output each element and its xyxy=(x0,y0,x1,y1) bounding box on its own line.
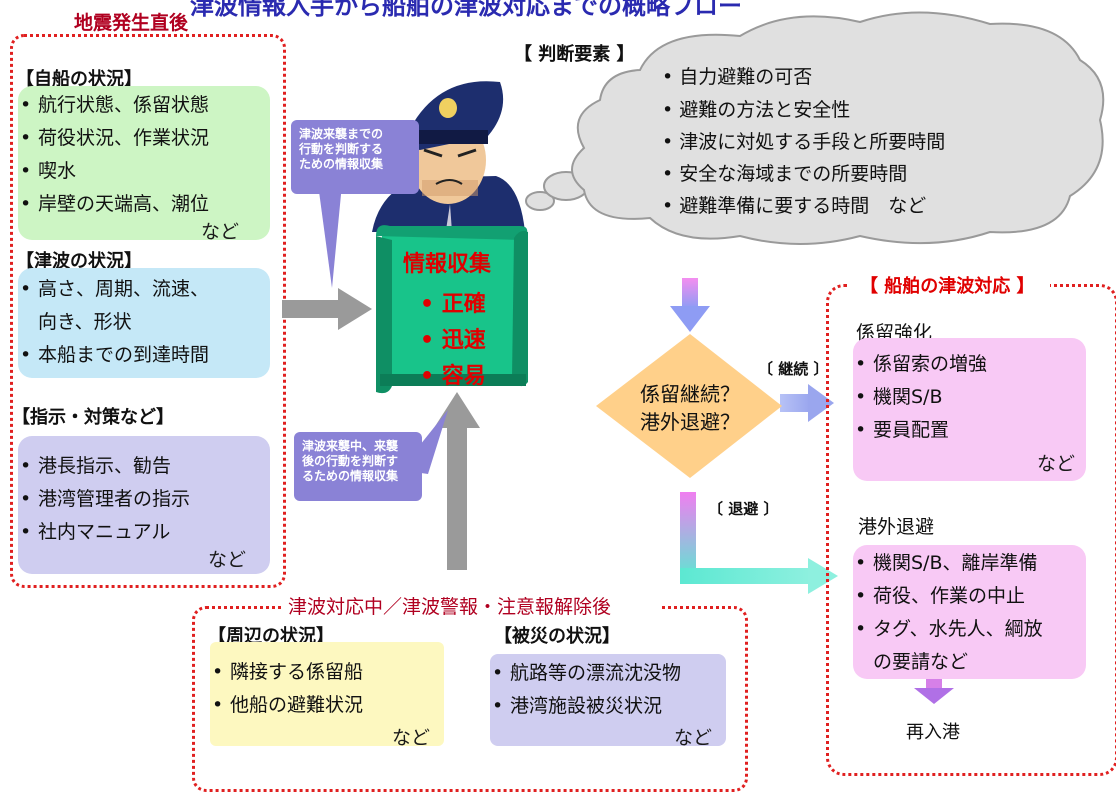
tsunami-item-continuation: 向き、形状 xyxy=(38,311,132,333)
surroundings-card: 隣接する係留船 他船の避難状況 など xyxy=(210,642,444,749)
center-graphics xyxy=(282,11,1105,704)
mooring-etc: など xyxy=(1037,453,1076,475)
tsunami-title: 【津波の状況】 xyxy=(16,251,142,272)
own-ship-etc: など xyxy=(201,221,240,243)
surroundings-item: 他船の避難状況 xyxy=(210,689,444,722)
own-ship-title: 【自船の状況】 xyxy=(16,69,142,90)
decision-diamond xyxy=(596,334,782,478)
own-ship-item: 荷役状況、作業状況 xyxy=(18,122,270,155)
ship-response-title-bg xyxy=(850,272,1050,298)
decision-text: 係留継続？ 港外退避？ xyxy=(640,382,740,434)
evacuation-card: 機関S/B、離岸準備 荷役、作業の中止 タグ、水先人、綱放 の要請など xyxy=(853,545,1086,679)
reentry-label: 再入港 xyxy=(906,722,960,743)
own-ship-item: 岸壁の天端高、潮位 xyxy=(18,188,270,221)
own-ship-item: 喫水 xyxy=(18,155,270,188)
damage-etc: など xyxy=(674,727,713,749)
evacuation-item: 機関S/B、離岸準備 xyxy=(853,547,1086,580)
own-ship-card: 航行状態、係留状態 荷役状況、作業状況 喫水 岸壁の天端高、潮位 など xyxy=(18,86,270,243)
arrow-up-from-bottom xyxy=(434,392,480,570)
judgment-item: • 避難準備に要する時間 など xyxy=(662,195,927,217)
evacuation-item: 荷役、作業の中止 xyxy=(853,580,1086,613)
evacuate-label: 〔 退避 〕 xyxy=(708,500,779,518)
arrow-down-to-decision xyxy=(670,278,710,332)
arrow-reentry xyxy=(914,676,954,704)
mooring-item: 機関S/B xyxy=(853,381,1086,414)
tsunami-card: 高さ、周期、流速、 向き、形状 本船までの到達時間 xyxy=(18,268,270,378)
judgment-cloud xyxy=(525,11,1105,245)
evacuation-item-continuation: の要請など xyxy=(873,651,969,673)
info-scroll xyxy=(376,225,528,394)
mooring-item: 要員配置 xyxy=(853,414,1086,447)
tsunami-item: 本船までの到達時間 xyxy=(18,339,270,372)
surroundings-item: 隣接する係留船 xyxy=(210,656,444,689)
judgment-title: 【 判断要素 】 xyxy=(514,44,635,65)
mooring-item: 係留索の増強 xyxy=(853,348,1086,381)
arrow-into-scroll xyxy=(282,288,372,330)
damage-title: 【被災の状況】 xyxy=(494,626,620,647)
scroll-item-accurate: • 正確 xyxy=(420,292,486,317)
arrow-continue xyxy=(780,384,834,422)
continue-label: 〔 継続 〕 xyxy=(758,360,829,378)
judgment-item: • 津波に対処する手段と所要時間 xyxy=(662,131,946,153)
top-banner: 津波情報入手から船舶の津波対応までの概略フロー xyxy=(190,0,742,20)
instructions-card: 港長指示、勧告 港湾管理者の指示 社内マニュアル など xyxy=(18,436,270,574)
arrow-evacuate xyxy=(680,492,838,594)
instructions-title: 【指示・対策など】 xyxy=(12,407,174,428)
immediate-section-title: 地震発生直後 xyxy=(74,12,189,34)
judgment-item: • 自力避難の可否 xyxy=(662,66,813,88)
scroll-title: 情報収集 xyxy=(403,252,492,277)
scroll-item-easy: • 容易 xyxy=(420,364,486,389)
instructions-item: 港湾管理者の指示 xyxy=(18,483,270,516)
damage-item: 港湾施設被災状況 xyxy=(490,690,726,723)
evacuation-title: 港外退避 xyxy=(858,516,935,538)
evacuation-item: タグ、水先人、綱放 xyxy=(853,613,1086,646)
instructions-item: 社内マニュアル xyxy=(18,516,270,549)
instructions-item: 港長指示、勧告 xyxy=(18,450,270,483)
during-after-section-title: 津波対応中／津波警報・注意報解除後 xyxy=(288,596,612,618)
instructions-etc: など xyxy=(208,549,247,571)
callout-tail-upper xyxy=(318,184,342,288)
judgment-item: • 避難の方法と安全性 xyxy=(662,99,851,121)
tsunami-item: 高さ、周期、流速、 xyxy=(18,273,270,306)
mooring-card: 係留索の増強 機関S/B 要員配置 など xyxy=(853,338,1086,481)
during-after-title-bg xyxy=(282,592,662,618)
surroundings-title: 【周辺の状況】 xyxy=(208,626,334,647)
ship-response-title: 【 船舶の津波対応 】 xyxy=(860,276,1035,297)
own-ship-item: 航行状態、係留状態 xyxy=(18,89,270,122)
damage-item: 航路等の漂流沈没物 xyxy=(490,657,726,690)
callout-before-tsunami: 津波来襲までの 行動を判断する ための情報収集 xyxy=(291,120,419,194)
scroll-item-fast: • 迅速 xyxy=(420,328,486,353)
callout-after-tsunami: 津波来襲中、来襲 後の行動を判断す るための情報収集 xyxy=(294,432,422,501)
damage-card: 航路等の漂流沈没物 港湾施設被災状況 など xyxy=(490,654,726,749)
surroundings-etc: など xyxy=(392,727,431,749)
judgment-item: • 安全な海域までの所要時間 xyxy=(662,163,908,185)
